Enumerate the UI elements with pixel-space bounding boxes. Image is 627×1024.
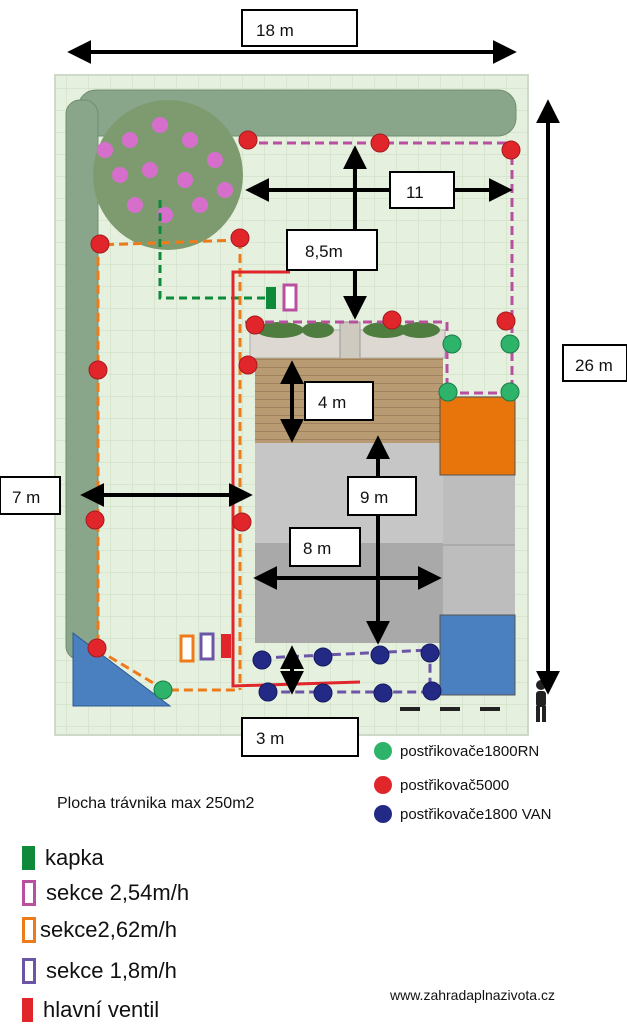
legend-section-2-62-label: sekce2,62m/h <box>40 917 177 942</box>
sprinklers-1800rn <box>153 334 520 700</box>
dim-depth-label: 26 m <box>575 356 613 375</box>
legend-section-2-62: sekce2,62m/h <box>22 917 177 943</box>
dim-bottom-gap-label: 3 m <box>256 729 284 748</box>
dim-left-gap-label: 7 m <box>12 488 40 507</box>
dim-left-gap: 7 m <box>0 476 61 515</box>
dim-house-depth: 9 m <box>347 476 417 516</box>
shed-orange <box>439 396 516 476</box>
lawn-area-note: Plocha trávnika max 250m2 <box>57 795 255 812</box>
section-2-62-swatch-icon <box>22 917 36 943</box>
green-dot-icon <box>374 742 392 760</box>
legend-section-1-8-label: sekce 1,8m/h <box>46 958 177 983</box>
legend-main-valve-label: hlavní ventil <box>43 997 160 1022</box>
legend-section-1-8: sekce 1,8m/h <box>22 958 177 984</box>
person-icon <box>536 680 546 722</box>
dim-house-width: 8 m <box>289 527 361 567</box>
sprinkler-key-1800-van-label: postřikovače1800 VAN <box>400 805 552 823</box>
sprinkler-key-1800rn: postřikovače1800RN <box>374 742 539 760</box>
section-2-54-valve-marker <box>282 283 298 312</box>
stairs <box>339 321 361 363</box>
dim-top-width: 18 m <box>241 9 358 47</box>
dim-front-depth: 8,5m <box>286 229 378 271</box>
red-dot-icon <box>374 776 392 794</box>
drip-swatch-icon <box>22 846 35 870</box>
sprinkler-key-5000-label: postřikovač5000 <box>400 776 510 794</box>
website-link[interactable]: www.zahradaplnazivota.cz <box>390 987 555 1003</box>
drip-valve-marker <box>266 287 276 309</box>
hedge-left <box>65 99 99 661</box>
section-2-54-line <box>245 141 514 395</box>
sprinklers-5000 <box>85 130 521 658</box>
dim-house-depth-label: 9 m <box>360 488 388 507</box>
dim-front-depth-label: 8,5m <box>305 242 343 261</box>
section-1-8-valve-marker <box>199 632 215 661</box>
main-valve-swatch-icon <box>22 998 33 1022</box>
sprinkler-key-1800-van: postřikovače1800 VAN <box>374 805 551 823</box>
section-1-8-swatch-icon <box>22 958 36 984</box>
section-1-8-line <box>261 648 432 694</box>
section-2-54-swatch-icon <box>22 880 36 906</box>
legend-kapka: kapka <box>22 845 104 871</box>
dim-bottom-gap: 3 m <box>241 717 359 757</box>
legend-section-2-54: sekce 2,54m/h <box>22 880 189 906</box>
legend-section-2-54-label: sekce 2,54m/h <box>46 880 190 905</box>
blue-dot-icon <box>374 805 392 823</box>
dim-terrace: 4 m <box>304 381 374 421</box>
dim-setback-label: 11 <box>406 183 424 202</box>
dim-top-width-label: 18 m <box>256 21 294 40</box>
main-valve-marker <box>221 634 231 658</box>
dim-house-width-label: 8 m <box>303 539 331 558</box>
tree-blossoms <box>97 117 233 223</box>
dim-depth: 26 m <box>562 344 627 382</box>
pool-blue <box>439 614 516 696</box>
border-shrubs <box>256 322 440 338</box>
sprinkler-key-5000: postřikovač5000 <box>374 776 509 794</box>
legend-kapka-label: kapka <box>45 845 104 870</box>
scale-bar <box>400 707 500 711</box>
sprinkler-key-1800rn-label: postřikovače1800RN <box>400 742 540 760</box>
legend-main-valve: hlavní ventil <box>22 997 159 1023</box>
section-2-62-valve-marker <box>179 634 195 663</box>
sprinklers-1800-van <box>252 643 442 703</box>
dim-setback: 11 <box>389 171 455 209</box>
dim-terrace-label: 4 m <box>318 393 346 412</box>
